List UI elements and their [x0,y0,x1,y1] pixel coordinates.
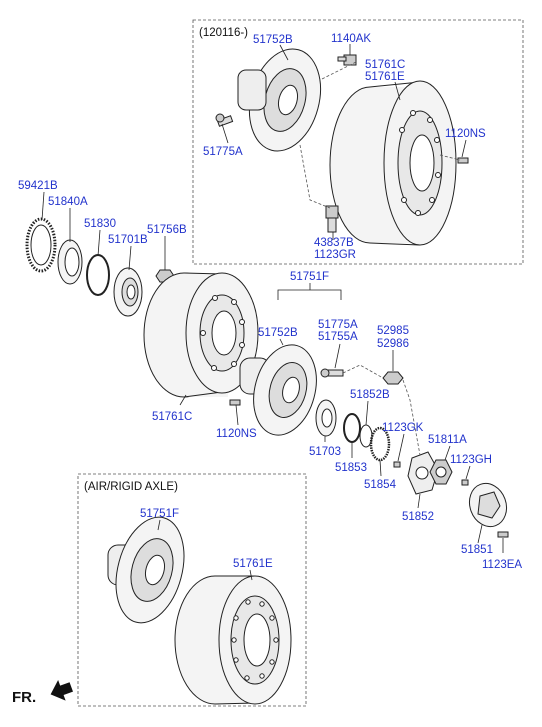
lock-plate [407,451,439,495]
part-label-51840A[interactable]: 51840A [48,196,88,208]
part-label-51761C-mid[interactable]: 51761C [152,411,192,423]
oil-seal [57,239,83,285]
part-label-51852B[interactable]: 51852B [350,389,390,401]
part-label-51755A[interactable]: 51755A [318,331,358,343]
variant-label-top: (120116-) [199,27,248,39]
part-label-51853[interactable]: 51853 [335,462,367,474]
screw-1123GK [393,461,401,468]
spacer-ring [86,254,110,296]
screw-1120NS-top [457,157,469,164]
front-direction-arrow [50,679,73,701]
spacer-washer [343,413,361,443]
part-label-51761E-top[interactable]: 51761E [365,71,405,83]
part-label-1140AK[interactable]: 1140AK [331,33,371,45]
o-ring [359,424,373,448]
variant-label-bottom: (AIR/RIGID AXLE) [84,481,178,493]
part-label-43837B[interactable]: 43837B [314,237,354,249]
part-label-51751F-bot[interactable]: 51751F [140,508,179,520]
variant-box-top [192,19,524,265]
brake-drum-middle [143,272,259,398]
part-label-51830[interactable]: 51830 [84,218,116,230]
wheel-nut [382,371,404,385]
bolt-43837B [325,205,339,233]
screw-1120NS-middle [229,399,241,406]
lock-washer [369,426,391,462]
abs-tone-ring [25,217,57,273]
inner-bearing [113,267,143,317]
part-label-51752B-top[interactable]: 51752B [253,34,293,46]
wheel-stud-top [215,113,234,127]
part-label-51703[interactable]: 51703 [309,446,341,458]
part-label-52985[interactable]: 52985 [377,325,409,337]
part-label-51775A-mid[interactable]: 51775A [318,319,358,331]
hub-top [237,48,321,152]
brake-drum-bottom [174,575,292,705]
part-label-51854[interactable]: 51854 [364,479,397,491]
front-direction-label: FR. [12,689,36,706]
part-label-51811A[interactable]: 51811A [428,434,467,446]
part-label-1120NS-mid[interactable]: 1120NS [216,428,257,440]
brake-drum-top [329,80,457,246]
part-label-51851[interactable]: 51851 [461,544,493,556]
hub-nut [429,459,453,485]
hub-bottom [107,516,185,624]
part-label-1123GK[interactable]: 1123GK [382,422,424,434]
screw-1123EA [497,531,509,538]
bolt-1140AK [337,54,357,66]
part-label-1123GH[interactable]: 1123GH [450,454,492,466]
part-label-51701B[interactable]: 51701B [108,234,148,246]
part-label-1120NS-top[interactable]: 1120NS [445,128,486,140]
screw-1123GH [461,479,469,486]
part-label-51756B[interactable]: 51756B [147,224,187,236]
outer-bearing [315,399,337,437]
part-label-59421B[interactable]: 59421B [18,180,58,192]
wheel-stud-middle [320,368,344,378]
part-label-51752B-mid[interactable]: 51752B [258,327,298,339]
part-label-51775A-top[interactable]: 51775A [203,146,243,158]
hub-cap [468,482,508,528]
part-label-1123GR[interactable]: 1123GR [314,249,356,261]
part-label-1123EA[interactable]: 1123EA [482,559,522,571]
part-label-51852[interactable]: 51852 [402,511,434,523]
part-label-51761C-top[interactable]: 51761C [365,59,405,71]
part-label-51751F-mid[interactable]: 51751F [290,271,329,283]
part-label-52986[interactable]: 52986 [377,338,409,350]
hub-middle [239,344,317,436]
part-label-51761E-bot[interactable]: 51761E [233,558,273,570]
